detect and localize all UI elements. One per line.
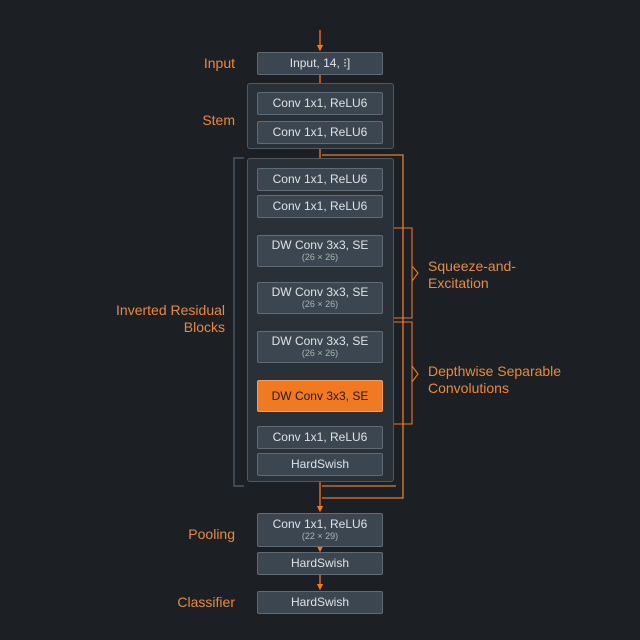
- block-conv-1-node: Conv 1x1, ReLU6: [257, 168, 383, 191]
- input-section-label: Input: [203, 55, 235, 71]
- block-dwconv-3-size: (26 × 26): [301, 348, 339, 358]
- inverted-residual-label: Inverted Residual Blocks: [90, 302, 225, 336]
- block-dwconv-2-label: DW Conv 3x3, SE: [271, 285, 369, 299]
- stem-conv-1-label: Conv 1x1, ReLU6: [272, 96, 368, 110]
- block-dwconv-2-size: (26 × 26): [301, 299, 339, 309]
- input-node-label: Input, 14, ⁝]: [289, 56, 351, 70]
- classifier-hardswish-node: HardSwish: [257, 591, 383, 614]
- pooling-section-label: Pooling: [188, 526, 235, 542]
- squeeze-excitation-bracket: [383, 227, 419, 319]
- pooling-conv-node: Conv 1x1, ReLU6 (22 × 29): [257, 513, 383, 547]
- stem-conv-2-label: Conv 1x1, ReLU6: [272, 125, 368, 139]
- block-dwconv-2-node: DW Conv 3x3, SE (26 × 26): [257, 282, 383, 314]
- classifier-section-label: Classifier: [177, 594, 235, 610]
- pooling-conv-label: Conv 1x1, ReLU6: [272, 517, 368, 531]
- pooling-conv-size: (22 × 29): [301, 531, 339, 541]
- stem-section-label: Stem: [202, 112, 235, 128]
- classifier-hardswish-label: HardSwish: [290, 595, 350, 609]
- block-conv-1-label: Conv 1x1, ReLU6: [272, 172, 368, 186]
- block-dwconv-highlighted-node: DW Conv 3x3, SE: [257, 380, 383, 412]
- input-node: Input, 14, ⁝]: [257, 52, 383, 75]
- inverted-residual-label-line2: Blocks: [183, 319, 225, 335]
- block-dwconv-1-label: DW Conv 3x3, SE: [271, 238, 369, 252]
- pooling-hardswish-node: HardSwish: [257, 552, 383, 575]
- block-hardswish-label: HardSwish: [290, 457, 350, 471]
- block-dwconv-1-size: (26 × 26): [301, 252, 339, 262]
- inverted-residual-bracket: [233, 157, 244, 487]
- block-conv-3-label: Conv 1x1, ReLU6: [272, 430, 368, 444]
- stem-conv-2-node: Conv 1x1, ReLU6: [257, 121, 383, 144]
- stem-conv-1-node: Conv 1x1, ReLU6: [257, 92, 383, 115]
- depthwise-separable-bracket: [383, 321, 419, 425]
- block-dwconv-highlighted-label: DW Conv 3x3, SE: [271, 388, 369, 403]
- block-conv-3-node: Conv 1x1, ReLU6: [257, 426, 383, 449]
- squeeze-excitation-label-line1: Squeeze-and-: [428, 258, 516, 274]
- block-dwconv-3-node: DW Conv 3x3, SE (26 × 26): [257, 331, 383, 363]
- depthwise-separable-label-line2: Convolutions: [428, 380, 509, 396]
- residual-skip-connection: [322, 154, 404, 499]
- squeeze-excitation-label: Squeeze-and- Excitation: [428, 258, 516, 292]
- pooling-hardswish-label: HardSwish: [290, 556, 350, 570]
- depthwise-separable-label-line1: Depthwise Separable: [428, 363, 562, 379]
- block-dwconv-3-label: DW Conv 3x3, SE: [271, 334, 369, 348]
- depthwise-separable-label: Depthwise Separable Convolutions: [428, 363, 561, 397]
- inverted-residual-label-line1: Inverted Residual: [116, 302, 225, 318]
- block-conv-2-label: Conv 1x1, ReLU6: [272, 199, 368, 213]
- squeeze-excitation-label-line2: Excitation: [428, 275, 489, 291]
- block-dwconv-1-node: DW Conv 3x3, SE (26 × 26): [257, 235, 383, 267]
- block-conv-2-node: Conv 1x1, ReLU6: [257, 195, 383, 218]
- block-hardswish-node: HardSwish: [257, 453, 383, 476]
